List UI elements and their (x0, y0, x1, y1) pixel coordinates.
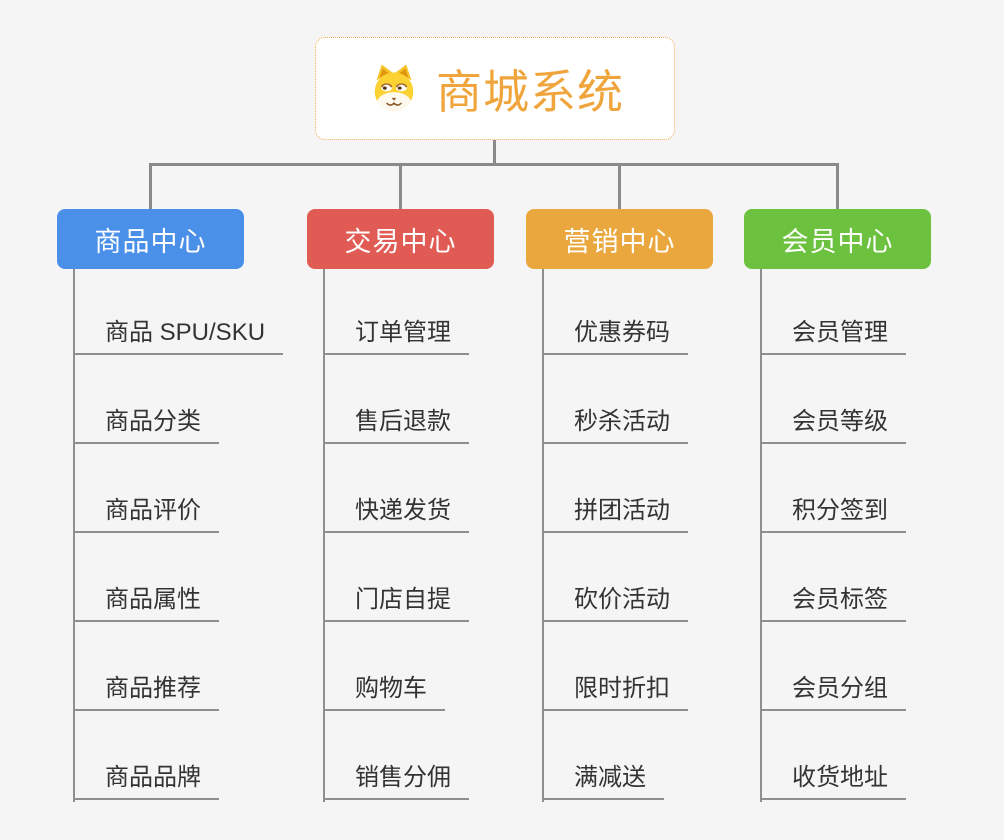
leaf-node[interactable]: 商品品牌 (73, 711, 219, 800)
branch-label: 营销中心 (563, 226, 676, 257)
branch-label: 交易中心 (344, 226, 457, 257)
branch-node[interactable]: 会员中心 (744, 209, 931, 269)
leaf-node[interactable]: 商品分类 (73, 355, 219, 444)
connector-drop-4 (836, 163, 839, 210)
branch-label: 商品中心 (94, 226, 207, 257)
branch-child-line (542, 269, 544, 802)
branch-children: 商品 SPU/SKU 商品分类 商品评价 商品属性 商品推荐 商品品牌 (73, 266, 284, 800)
leaf-node[interactable]: 优惠券码 (542, 266, 688, 355)
branch-node[interactable]: 交易中心 (307, 209, 494, 269)
branch-child-line (323, 269, 325, 802)
leaf-node[interactable]: 会员标签 (760, 533, 906, 622)
branch-product-center: 商品中心 商品 SPU/SKU 商品分类 商品评价 商品属性 商品推荐 商品品牌 (57, 209, 284, 802)
leaf-node[interactable]: 收货地址 (760, 711, 906, 800)
connector-drop-2 (399, 163, 402, 210)
leaf-node[interactable]: 门店自提 (323, 533, 469, 622)
leaf-node[interactable]: 拼团活动 (542, 444, 688, 533)
branch-children: 会员管理 会员等级 积分签到 会员标签 会员分组 收货地址 (760, 266, 906, 800)
leaf-node[interactable]: 商品属性 (73, 533, 219, 622)
dog-face-icon (374, 64, 414, 111)
branch-children: 订单管理 售后退款 快递发货 门店自提 购物车 销售分佣 (323, 266, 469, 800)
branch-label: 会员中心 (781, 226, 894, 257)
leaf-node[interactable]: 秒杀活动 (542, 355, 688, 444)
connector-root-stub (493, 140, 496, 164)
root-node[interactable]: 商城系统 (315, 37, 675, 140)
branch-children: 优惠券码 秒杀活动 拼团活动 砍价活动 限时折扣 满减送 (542, 266, 688, 800)
branch-node[interactable]: 营销中心 (526, 209, 713, 269)
leaf-node[interactable]: 满减送 (542, 711, 664, 800)
leaf-node[interactable]: 售后退款 (323, 355, 469, 444)
leaf-node[interactable]: 销售分佣 (323, 711, 469, 800)
branch-member-center: 会员中心 会员管理 会员等级 积分签到 会员标签 会员分组 收货地址 (744, 209, 931, 802)
leaf-node[interactable]: 购物车 (323, 622, 445, 711)
connector-horizontal (149, 163, 839, 166)
branch-child-line (760, 269, 762, 802)
connector-drop-1 (149, 163, 152, 210)
leaf-node[interactable]: 商品评价 (73, 444, 219, 533)
root-title: 商城系统 (436, 65, 624, 118)
connector-drop-3 (618, 163, 621, 210)
branch-node[interactable]: 商品中心 (57, 209, 244, 269)
leaf-node[interactable]: 商品推荐 (73, 622, 219, 711)
leaf-node[interactable]: 会员等级 (760, 355, 906, 444)
branch-trade-center: 交易中心 订单管理 售后退款 快递发货 门店自提 购物车 销售分佣 (307, 209, 494, 802)
leaf-node[interactable]: 会员分组 (760, 622, 906, 711)
leaf-node[interactable]: 限时折扣 (542, 622, 688, 711)
branch-child-line (73, 269, 75, 802)
leaf-node[interactable]: 商品 SPU/SKU (73, 266, 284, 355)
branch-marketing-center: 营销中心 优惠券码 秒杀活动 拼团活动 砍价活动 限时折扣 满减送 (526, 209, 713, 802)
leaf-node[interactable]: 砍价活动 (542, 533, 688, 622)
leaf-node[interactable]: 会员管理 (760, 266, 906, 355)
leaf-node[interactable]: 积分签到 (760, 444, 906, 533)
leaf-node[interactable]: 快递发货 (323, 444, 469, 533)
leaf-node[interactable]: 订单管理 (323, 266, 469, 355)
